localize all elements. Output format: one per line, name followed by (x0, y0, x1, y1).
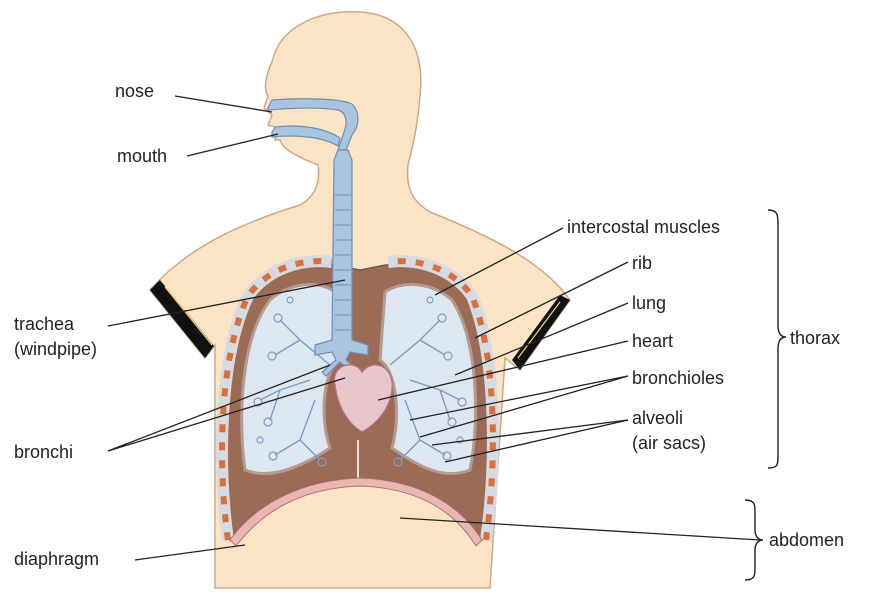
label-air-sacs: (air sacs) (632, 433, 706, 453)
label-heart: heart (632, 331, 673, 351)
label-trachea: trachea (14, 314, 75, 334)
thorax-brace (768, 210, 786, 468)
label-nose: nose (115, 81, 154, 101)
label-diaphragm: diaphragm (14, 549, 99, 569)
label-thorax: thorax (790, 328, 840, 348)
label-bronchi: bronchi (14, 442, 73, 462)
label-lung: lung (632, 293, 666, 313)
label-abdomen: abdomen (769, 530, 844, 550)
label-alveoli: alveoli (632, 408, 683, 428)
label-windpipe: (windpipe) (14, 339, 97, 359)
label-bronchioles: bronchioles (632, 368, 724, 388)
label-mouth: mouth (117, 146, 167, 166)
label-intercostal-muscles: intercostal muscles (567, 217, 720, 237)
label-rib: rib (632, 253, 652, 273)
